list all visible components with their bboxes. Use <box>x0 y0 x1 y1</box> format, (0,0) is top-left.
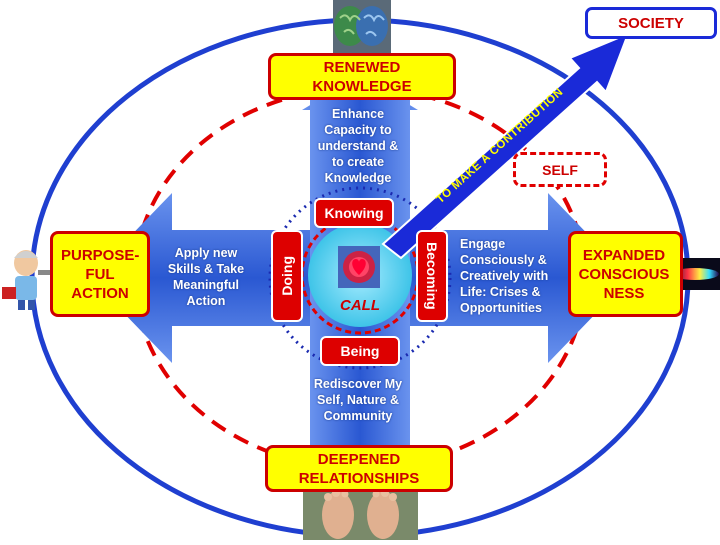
tab-doing: Doing <box>271 230 303 322</box>
tab-knowing-label: Knowing <box>324 205 384 221</box>
description-top: Enhance Capacity to understand & to crea… <box>317 107 399 185</box>
node-expanded-consciousness: EXPANDED CONSCIOUS NESS <box>568 231 683 317</box>
tab-becoming-label: Becoming <box>424 242 440 310</box>
tab-knowing: Knowing <box>314 198 394 228</box>
node-purposeful-action: PURPOSE-FUL ACTION <box>50 231 150 317</box>
description-left: Apply new Skills & Take Meaningful Actio… <box>167 246 245 308</box>
contribution-arrow <box>381 32 630 260</box>
tab-being: Being <box>320 336 400 366</box>
node-deepened-relationships: DEEPENED RELATIONSHIPS <box>265 445 453 492</box>
description-right: Engage Consciously & Creatively with Lif… <box>460 237 549 315</box>
brain-image <box>333 0 391 54</box>
hearts-icon <box>338 246 380 288</box>
node-expanded-consciousness-label: EXPANDED CONSCIOUS NESS <box>578 246 670 302</box>
node-purposeful-action-label: PURPOSE-FUL ACTION <box>61 246 140 302</box>
description-bottom: Rediscover My Self, Nature & Community <box>313 377 403 423</box>
tab-doing-label: Doing <box>279 256 295 296</box>
tab-being-label: Being <box>340 343 380 359</box>
self-box: SELF <box>513 152 607 187</box>
call-label: CALL <box>340 297 380 314</box>
tab-becoming: Becoming <box>416 230 448 322</box>
handyman-figure-image <box>2 250 52 310</box>
node-deepened-relationships-label: DEEPENED RELATIONSHIPS <box>298 450 420 487</box>
node-renewed-knowledge: RENEWED KNOWLEDGE <box>268 53 456 100</box>
node-renewed-knowledge-label: RENEWED KNOWLEDGE <box>312 58 412 95</box>
society-label: SOCIETY <box>618 14 684 32</box>
dotted-circle <box>268 186 452 370</box>
society-box: SOCIETY <box>585 7 717 39</box>
self-label: SELF <box>542 161 578 178</box>
